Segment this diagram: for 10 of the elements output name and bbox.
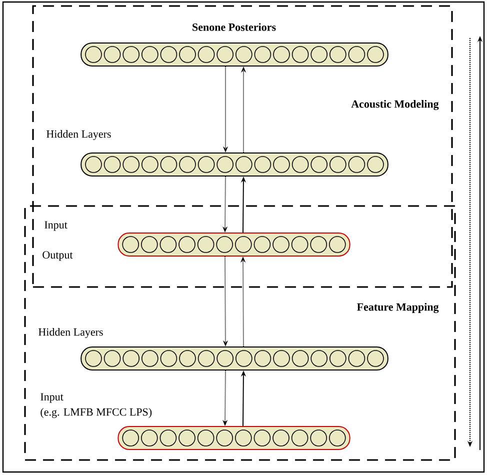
- layer-label: Input: [44, 221, 68, 231]
- layer-label: Output: [42, 251, 73, 261]
- layer-label: Senone Posteriors: [192, 23, 276, 31]
- layer-label: Hidden Layers: [38, 328, 103, 338]
- region-title: Feature Mapping: [357, 302, 439, 314]
- region-title: Acoustic Modeling: [351, 100, 439, 110]
- layer-label: (e.g. LMFB MFCC LPS): [40, 408, 152, 418]
- layer-label: Hidden Layers: [46, 130, 111, 140]
- neuron-layer: [118, 232, 350, 256]
- layer-label: Input: [40, 393, 64, 403]
